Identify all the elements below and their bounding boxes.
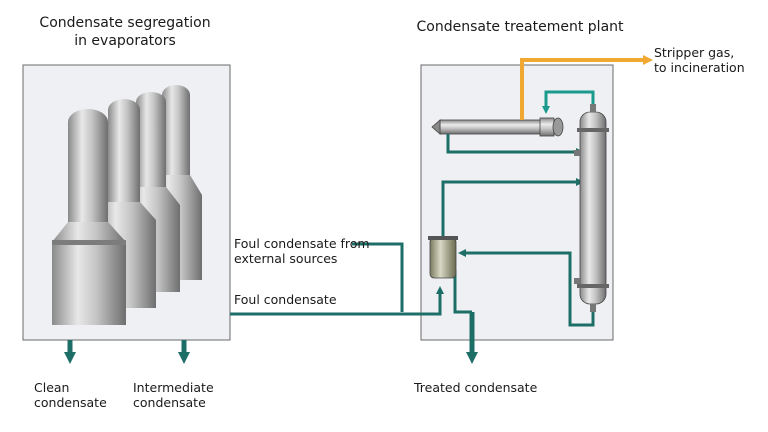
separator-to-column-line <box>441 178 584 236</box>
intermediate-condensate-label-line1: Intermediate <box>133 380 214 395</box>
column-return-line <box>458 249 595 327</box>
plant-title: Condensate treatement plant <box>416 19 624 35</box>
clean-condensate-label-line2: condensate <box>34 395 107 410</box>
stripper-gas-line <box>520 55 653 120</box>
foul-condensate-line <box>230 286 444 316</box>
clean-condensate-label-line1: Clean <box>34 380 70 395</box>
column-vapor-line <box>542 90 595 114</box>
foul-external-label-line2: external sources <box>234 251 338 266</box>
evaporators-title: Condensate segregation in evaporators <box>20 14 230 50</box>
foul-external-label: Foul condensate from external sources <box>234 236 370 266</box>
evaporators-title-line1: Condensate segregation <box>39 15 211 31</box>
intermediate-condensate-label: Intermediate condensate <box>133 380 214 410</box>
clean-condensate-label: Clean condensate <box>34 380 107 410</box>
stripper-gas-label-line2: to incineration <box>654 60 745 75</box>
treated-condensate-label: Treated condensate <box>414 380 538 395</box>
evaporator-tank-1 <box>52 109 126 325</box>
condenser <box>431 117 564 137</box>
stripper-gas-label-line1: Stripper gas, <box>654 45 735 60</box>
foul-condensate-label: Foul condensate <box>234 292 337 307</box>
stripper-gas-label: Stripper gas, to incineration <box>654 45 745 75</box>
foul-external-line <box>352 242 404 312</box>
separator-drum <box>428 236 458 279</box>
stripper-column <box>574 104 609 312</box>
intermediate-condensate-label-line2: condensate <box>133 395 206 410</box>
foul-external-label-line1: Foul condensate from <box>234 236 370 251</box>
evaporators-title-line2: in evaporators <box>74 33 176 49</box>
condenser-to-column-line <box>446 134 584 156</box>
